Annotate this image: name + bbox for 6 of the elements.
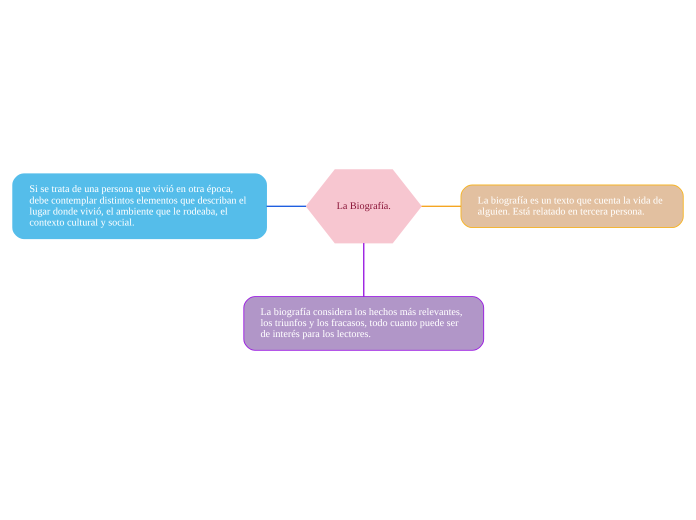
connector [363, 243, 364, 297]
connector [422, 206, 461, 207]
node-box: Si se trata de una persona que vivió en otra época, debe contemplar distintos elementos que describan el lugar donde vivió, el ambiente que le rodeaba, el contexto cultural y social. [12, 173, 267, 240]
node-box: La biografía es un texto que cuenta la vida de alguien. Está relatado en tercera persona. [460, 184, 684, 228]
node-box: La biografía considera los hechos más relevantes, los triunfos y los fracasos, todo cuanto puede ser de interés para los lectores. [243, 296, 484, 351]
connector [266, 206, 306, 207]
